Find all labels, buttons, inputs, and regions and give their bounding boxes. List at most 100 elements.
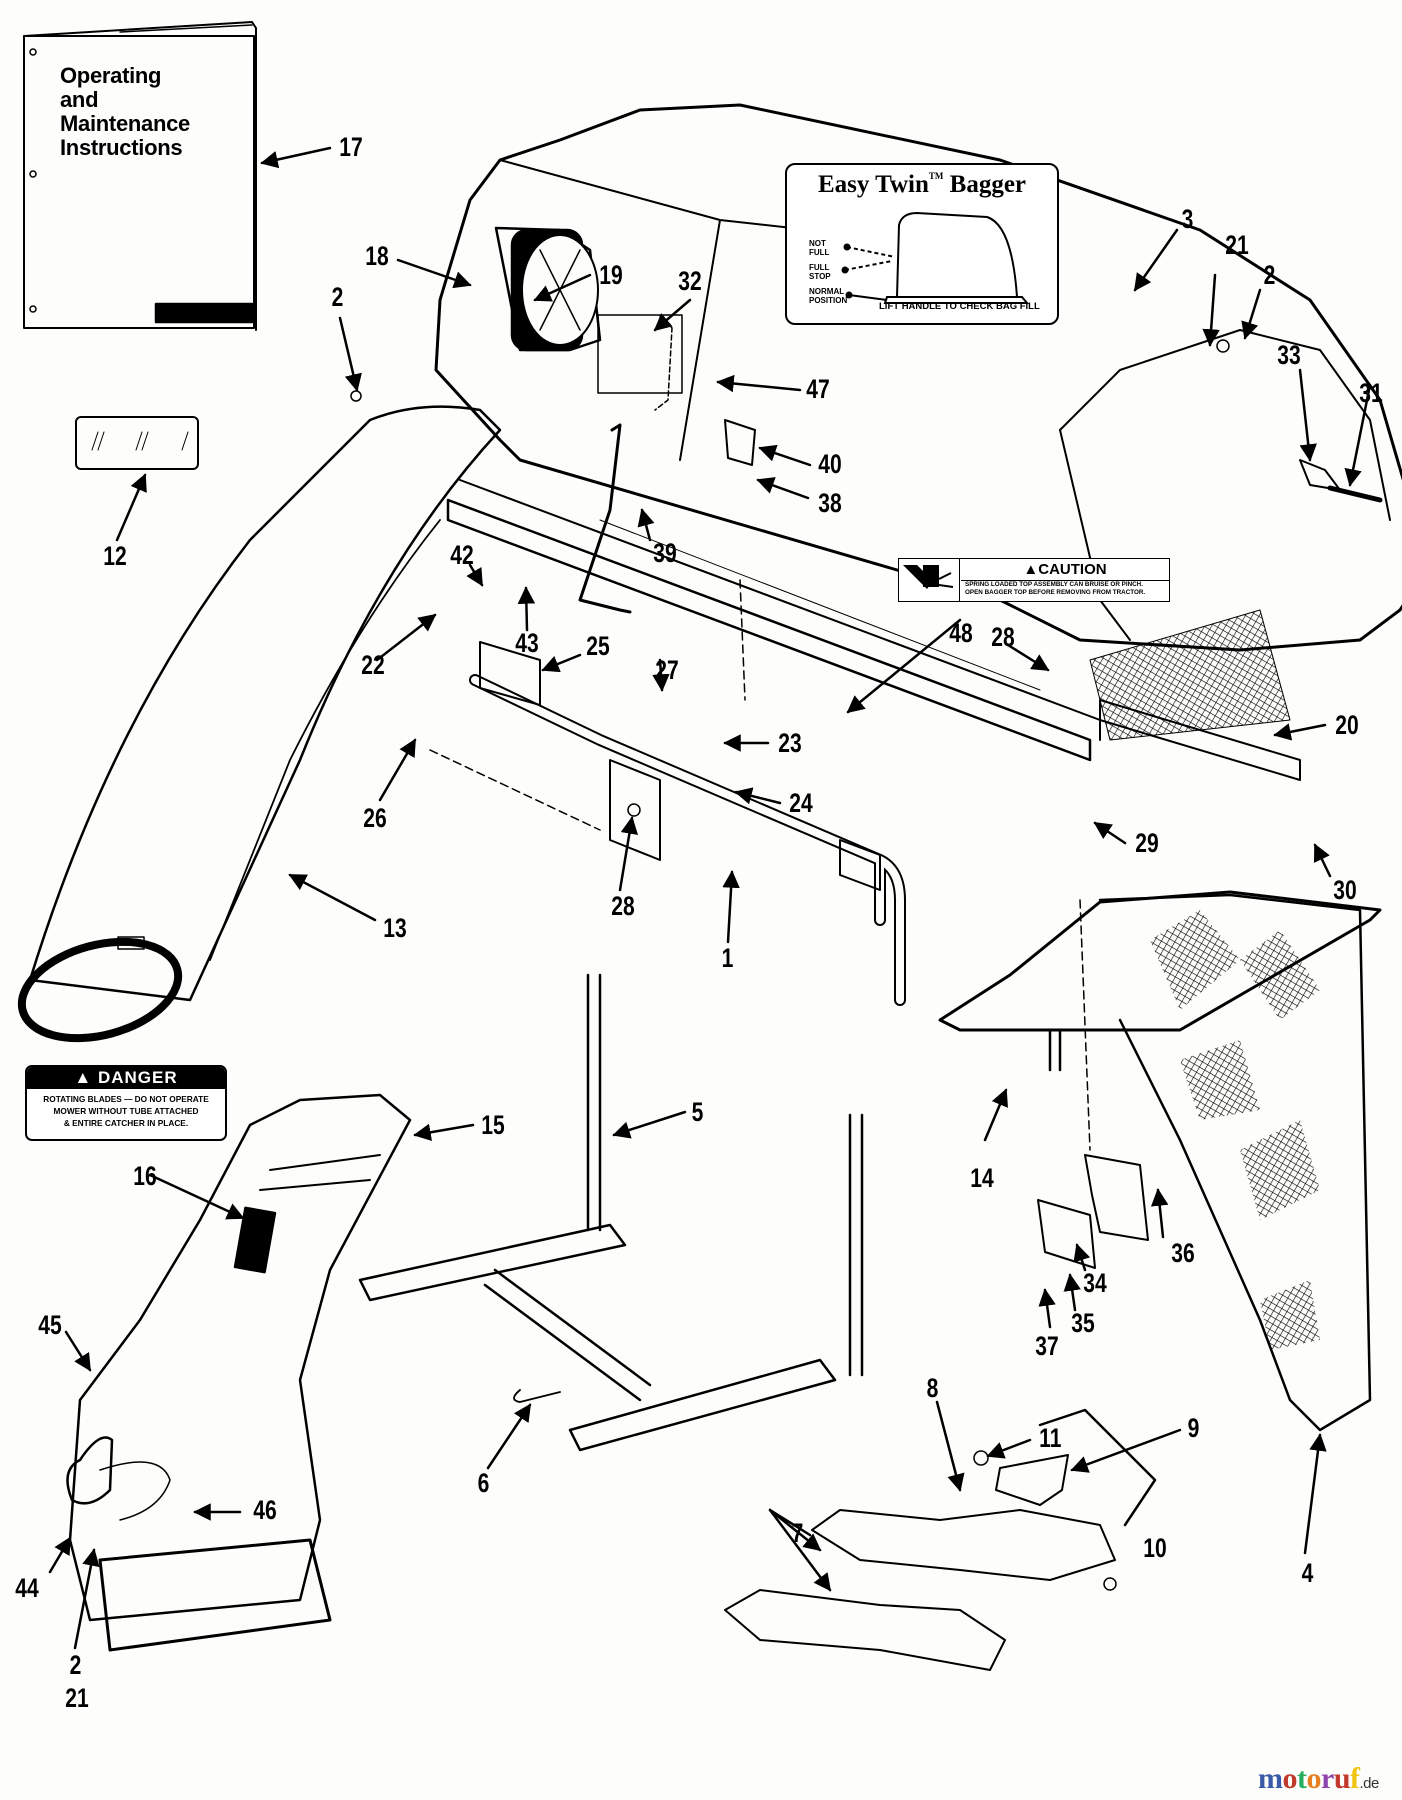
callout-12: 12 xyxy=(103,541,127,571)
callout-19: 19 xyxy=(599,260,623,290)
manual-title: Operating and Maintenance Instructions xyxy=(60,63,190,160)
mower-blades xyxy=(724,1509,1116,1671)
window-part xyxy=(75,416,199,470)
mesh-panel xyxy=(1089,609,1291,741)
callout-10: 10 xyxy=(1143,1533,1167,1563)
logo-letter: r xyxy=(1321,1762,1334,1795)
callout-35: 35 xyxy=(1071,1308,1095,1338)
callout-40: 40 xyxy=(818,449,842,479)
cotter-pin xyxy=(513,1389,561,1403)
callout-33: 33 xyxy=(1277,340,1301,370)
callout-1: 1 xyxy=(721,943,734,973)
callout-3: 3 xyxy=(1181,204,1194,234)
strap-31 xyxy=(1327,485,1383,503)
logo-letter: o xyxy=(1282,1762,1298,1795)
callout-38: 38 xyxy=(818,488,842,518)
callout-26: 26 xyxy=(363,803,387,833)
callout-15: 15 xyxy=(481,1110,505,1140)
logo-letter: u xyxy=(1333,1762,1351,1795)
caution-text: SPRING LOADED TOP ASSEMBLY CAN BRUISE OR… xyxy=(965,581,1146,596)
callout-2: 2 xyxy=(69,1650,82,1680)
callout-36: 36 xyxy=(1171,1238,1195,1268)
label-full-stop: FULL STOP xyxy=(809,263,831,281)
callout-23: 23 xyxy=(778,728,802,758)
storage-stand xyxy=(358,973,864,1452)
callout-13: 13 xyxy=(383,913,407,943)
callout-21: 21 xyxy=(65,1683,89,1713)
callout-25: 25 xyxy=(586,631,610,661)
danger-heading: ▲ DANGER xyxy=(27,1067,225,1089)
latch-handle xyxy=(578,423,632,614)
bracket-35 xyxy=(1037,1199,1096,1269)
callout-45: 45 xyxy=(38,1310,62,1340)
bracket-leaders xyxy=(768,1408,1157,1592)
operating-manual: Operating and Maintenance Instructions xyxy=(22,32,254,327)
callout-28: 28 xyxy=(611,891,635,921)
dashed-guides xyxy=(429,579,1091,1151)
callout-24: 24 xyxy=(789,788,813,818)
danger-decal: ▲ DANGER ROTATING BLADES — DO NOT OPERAT… xyxy=(25,1065,227,1141)
bagger-top xyxy=(434,103,1402,652)
nut-11 xyxy=(973,1450,989,1466)
callout-46: 46 xyxy=(253,1495,277,1525)
grass-bag xyxy=(1098,893,1372,1432)
callout-27: 27 xyxy=(655,655,679,685)
logo-letter: m xyxy=(1258,1762,1283,1795)
callout-34: 34 xyxy=(1083,1268,1107,1298)
callout-14: 14 xyxy=(970,1163,994,1193)
leader-lines xyxy=(48,146,1372,1650)
callout-4: 4 xyxy=(1301,1558,1314,1588)
bagger-handle-icon xyxy=(841,211,1030,304)
callout-8: 8 xyxy=(926,1373,939,1403)
callout-11: 11 xyxy=(1039,1423,1062,1453)
callout-47: 47 xyxy=(806,374,830,404)
callout-18: 18 xyxy=(365,241,389,271)
callout-5: 5 xyxy=(691,1097,704,1127)
callout-9: 9 xyxy=(1187,1413,1200,1443)
callout-7: 7 xyxy=(791,1518,804,1548)
callout-21: 21 xyxy=(1225,230,1249,260)
easy-twin-bagger-decal: Easy TwinTM Bagger NOT FULL FULL STOP NO… xyxy=(785,163,1059,325)
callout-20: 20 xyxy=(1335,710,1359,740)
callout-42: 42 xyxy=(450,540,474,570)
manual-book xyxy=(23,21,257,331)
watermark-logo[interactable]: motoruf.de xyxy=(1258,1762,1379,1796)
callout-31: 31 xyxy=(1359,378,1383,408)
logo-letter: t xyxy=(1297,1762,1307,1795)
caution-decal: ▲CAUTION SPRING LOADED TOP ASSEMBLY CAN … xyxy=(898,558,1170,602)
hand-pinch-icon xyxy=(899,559,960,601)
caution-heading: ▲CAUTION xyxy=(961,561,1169,581)
logo-brand: motoruf xyxy=(1258,1762,1360,1795)
clip-33 xyxy=(1299,459,1341,491)
bolt-10 xyxy=(1103,1577,1117,1591)
callout-17: 17 xyxy=(339,132,363,162)
callout-30: 30 xyxy=(1333,875,1357,905)
callout-2: 2 xyxy=(1263,260,1276,290)
callout-48: 48 xyxy=(949,618,973,648)
decal-title: Easy TwinTM Bagger xyxy=(817,171,1027,198)
rear-rail xyxy=(1099,699,1301,781)
callout-32: 32 xyxy=(678,266,702,296)
callout-43: 43 xyxy=(515,628,539,658)
mount-bracket xyxy=(469,641,906,1006)
callout-44: 44 xyxy=(15,1573,39,1603)
logo-letter: o xyxy=(1306,1762,1322,1795)
pin-2 xyxy=(350,390,362,402)
danger-text: ROTATING BLADES — DO NOT OPERATE MOWER W… xyxy=(43,1094,209,1128)
callout-29: 29 xyxy=(1135,828,1159,858)
washer-21 xyxy=(1216,339,1230,353)
bracket-34 xyxy=(1084,1154,1149,1241)
callout-16: 16 xyxy=(133,1161,157,1191)
mower-chute xyxy=(66,1093,412,1652)
discharge-tube xyxy=(17,405,502,1043)
callout-22: 22 xyxy=(361,650,385,680)
callout-39: 39 xyxy=(653,538,677,568)
bag-frame xyxy=(938,890,1382,1072)
decal-instruction: LIFT HANDLE TO CHECK BAG FILL xyxy=(879,301,1040,312)
label-normal-position: NORMAL POSITION xyxy=(809,287,848,305)
callout-37: 37 xyxy=(1035,1331,1059,1361)
blade-adapter xyxy=(995,1454,1069,1506)
callout-2: 2 xyxy=(331,282,344,312)
label-not-full: NOT FULL xyxy=(809,239,830,257)
